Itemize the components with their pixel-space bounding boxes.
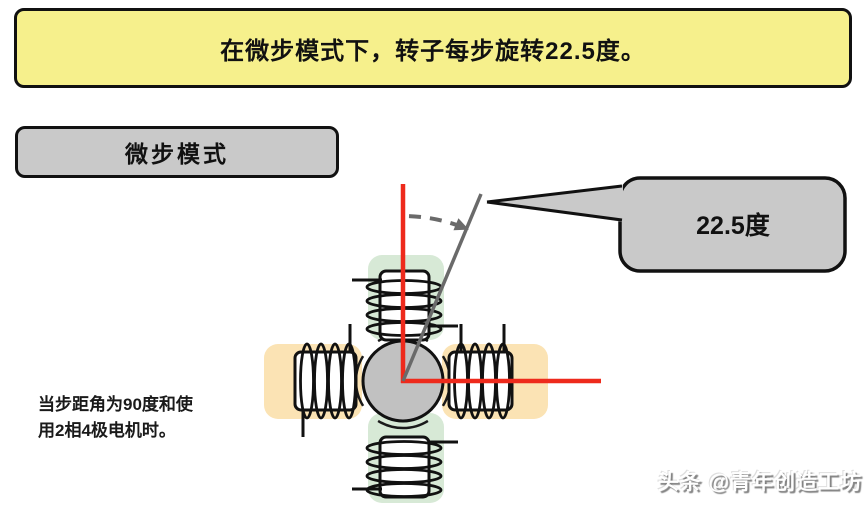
- note-line-2: 用2相4极电机时。: [38, 421, 176, 441]
- instruction-banner-text: 在微步模式下，转子每步旋转22.5度。: [220, 37, 646, 65]
- instruction-banner: 在微步模式下，转子每步旋转22.5度。: [14, 8, 852, 88]
- angle-arc-arrow: [408, 214, 469, 231]
- note-line-1: 当步距角为90度和使: [38, 395, 193, 414]
- angle-callout-text: 22.5度: [696, 211, 770, 240]
- watermark: 头条 @青年创造工坊: [657, 471, 862, 494]
- mode-label-text: 微步模式: [125, 141, 229, 167]
- angle-callout-bubble: [618, 176, 847, 273]
- note-text: 当步距角为90度和使 用2相4极电机时。: [38, 392, 253, 445]
- angle-callout: 22.5度: [486, 176, 847, 273]
- angle-callout-tail: [487, 185, 623, 222]
- coil-bottom: [352, 435, 458, 499]
- coil-right: [447, 324, 514, 420]
- mode-label: 微步模式: [15, 126, 339, 178]
- coil-left: [293, 324, 358, 437]
